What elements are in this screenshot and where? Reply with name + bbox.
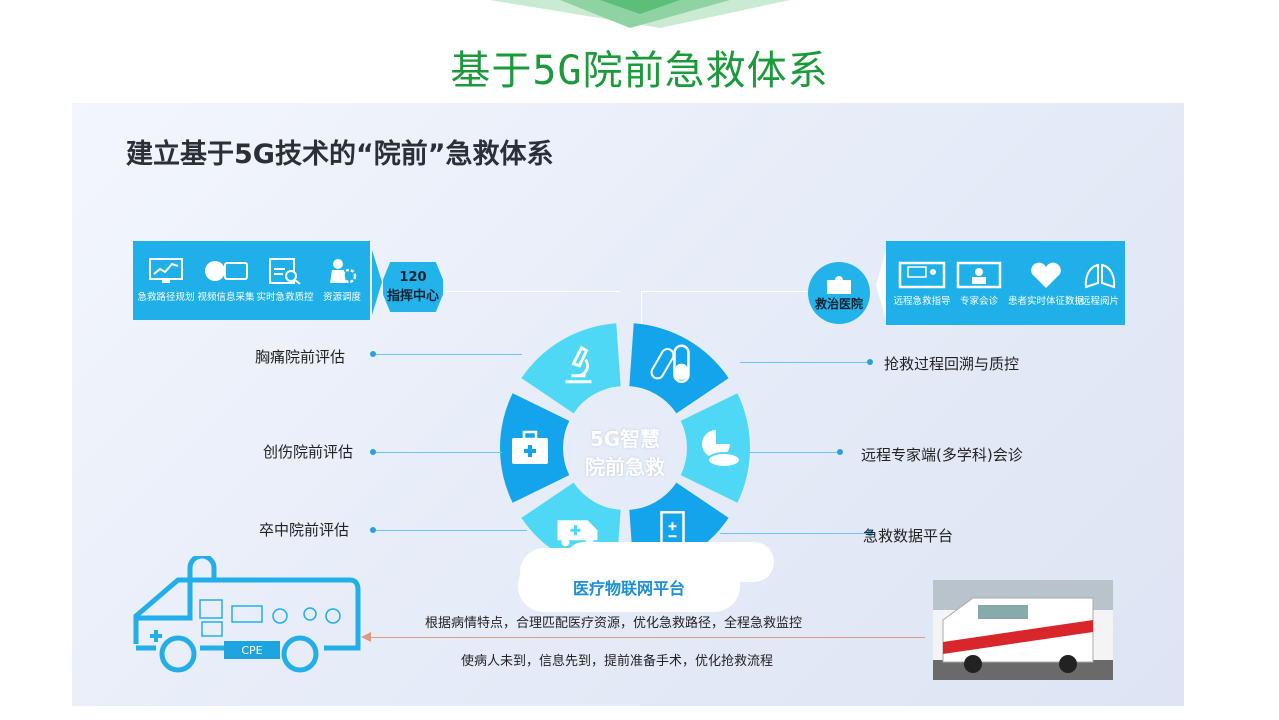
function-label: 视频信息采集 [197, 292, 255, 303]
function-label: 资源调度 [322, 292, 361, 303]
ring-segment [629, 482, 729, 573]
function-label: 远程急救指导 [893, 296, 951, 307]
connector-dot [867, 359, 873, 365]
connector-line [372, 452, 502, 453]
function-item: 远程急救指导 [890, 261, 954, 307]
hospital-functions: 远程急救指导 专家会诊 患者实时体征数据 远程阅片 [886, 241, 1125, 325]
pie-pill-icon [702, 430, 741, 468]
function-label: 专家会诊 [959, 296, 998, 307]
hospital-label: 救治医院 [814, 296, 863, 311]
document-search-icon [269, 258, 301, 285]
description-line-2: 使病人未到，信息先到，提前准备手术，优化抢救流程 [461, 654, 774, 669]
hospital-icon [827, 275, 851, 294]
function-item: 远程阅片 [1076, 261, 1124, 307]
command-center-label: 指挥中心 [386, 289, 439, 304]
connector-dot [370, 527, 376, 533]
command-center-number: 120 [399, 270, 427, 285]
function-label: 急救路径规划 [137, 292, 195, 303]
video-camera-icon [205, 261, 248, 281]
function-item: 资源调度 [313, 257, 371, 303]
expert-screen-icon [956, 261, 1002, 289]
connector-dot [370, 449, 376, 455]
command-center-120: 120 指挥中心 [383, 262, 443, 312]
command-center-functions: 急救路径规划 视频信息采集 实时急救质控 资源调度 [133, 241, 370, 320]
lungs-icon [1084, 263, 1116, 289]
dispatcher-gear-icon [330, 259, 357, 284]
description-line-1: 根据病情特点，合理匹配医疗资源，优化急救路径，全程急救监控 [425, 616, 803, 631]
function-item: 实时急救质控 [256, 257, 314, 303]
chevron-right-icon [372, 250, 382, 315]
center-label-line1: 5G智慧 [589, 427, 661, 451]
connector-line [372, 354, 522, 355]
label-stroke: 卒中院前评估 [259, 521, 350, 539]
label-review-qc: 抢救过程回溯与质控 [884, 355, 1020, 373]
ambulance-icon [557, 520, 598, 547]
arrow-head-icon [361, 632, 371, 642]
connector-dot [837, 449, 843, 455]
function-item: 专家会诊 [950, 261, 1008, 307]
function-item: 患者实时体征数据 [1008, 261, 1084, 307]
microscope-icon [565, 345, 592, 384]
rescue-hospital: 救治医院 [808, 262, 870, 324]
label-data-platform: 急救数据平台 [863, 527, 954, 545]
heart-icon [1031, 262, 1061, 288]
chevron-left-icon [876, 250, 886, 320]
label-remote-consult: 远程专家端(多学科)会诊 [861, 446, 1023, 464]
medkit-icon [512, 430, 548, 464]
iot-platform-label: 医疗物联网平台 [572, 579, 685, 598]
label-chest-pain: 胸痛院前评估 [255, 348, 346, 366]
diagram-subtitle: 建立基于5G技术的“院前”急救体系 [126, 139, 554, 170]
function-label: 患者实时体征数据 [1008, 296, 1085, 307]
connector-line [720, 533, 870, 534]
ambulance-photo [933, 580, 1113, 680]
header-decoration [490, 0, 790, 28]
iot-cloud [518, 560, 740, 612]
clipboard-icon [660, 511, 685, 546]
connector-dot [867, 530, 873, 536]
ring-segment [521, 323, 621, 414]
cpe-label: CPE [241, 644, 262, 657]
connector-dot [370, 351, 376, 357]
center-label-line2: 院前急救 [585, 455, 665, 479]
center-label: 5G智慧院前急救 [565, 425, 685, 481]
connector-line [445, 291, 620, 292]
connector-line [641, 291, 808, 292]
connector-line [745, 452, 840, 453]
label-trauma: 创伤院前评估 [263, 443, 354, 461]
function-item: 视频信息采集 [197, 257, 255, 303]
connector-line [740, 362, 870, 363]
ambulance-outline-icon: CPE [133, 556, 361, 673]
function-label: 远程阅片 [1080, 296, 1119, 307]
function-label: 实时急救质控 [256, 292, 314, 303]
connector-line [641, 291, 642, 336]
connector-line [372, 530, 527, 531]
pills-icon [650, 344, 690, 383]
teaching-screen-icon [898, 261, 946, 289]
slide-title: 基于5G院前急救体系 [450, 48, 829, 94]
function-item: 急救路径规划 [137, 257, 195, 303]
flow-arrow [365, 637, 925, 638]
monitor-chart-icon [149, 258, 183, 283]
